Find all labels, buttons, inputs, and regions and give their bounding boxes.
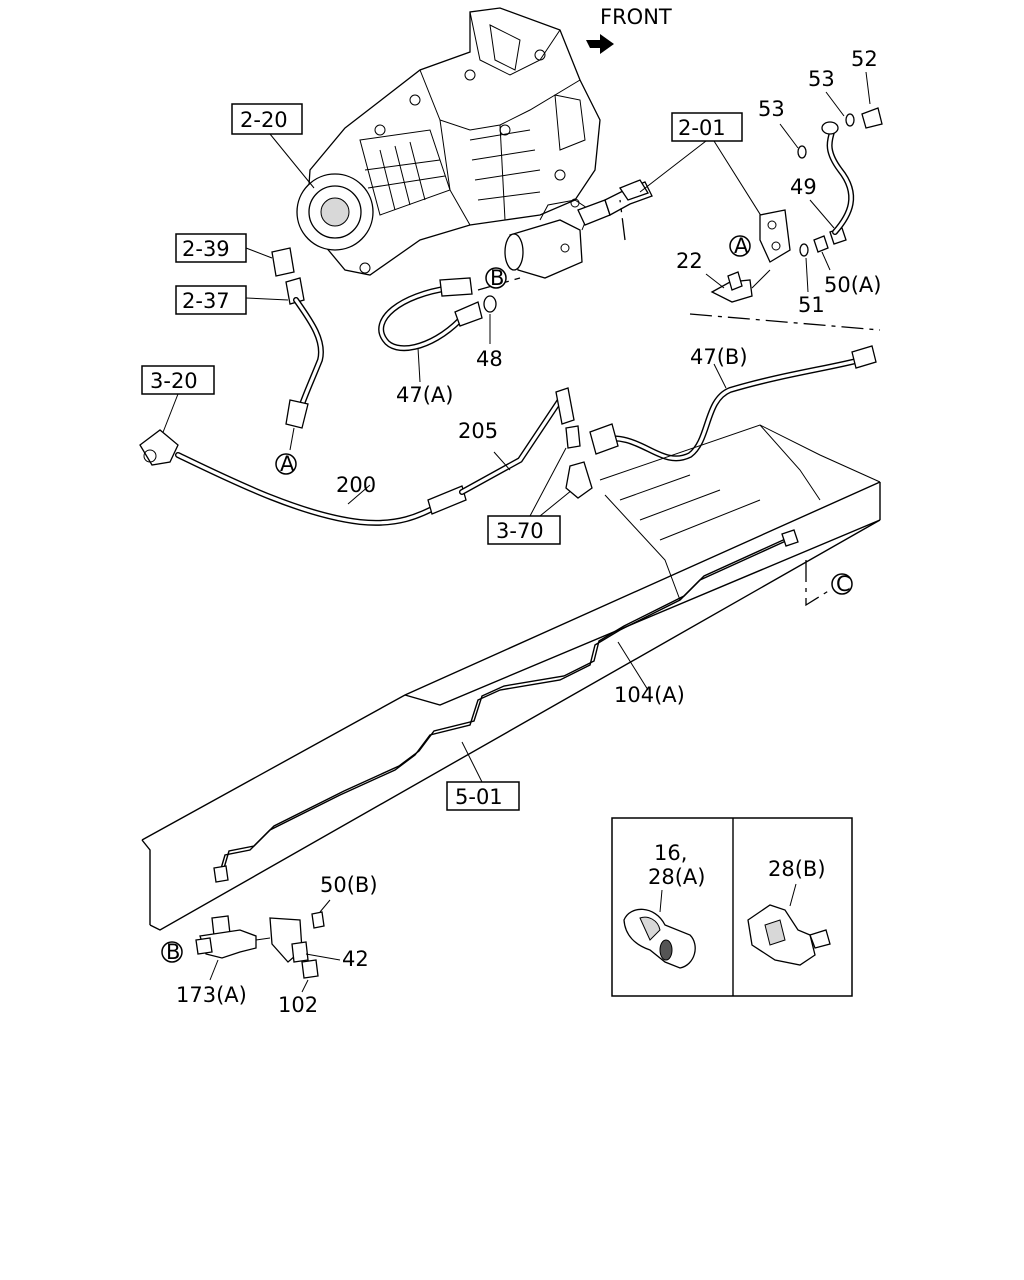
inset-right-label: 28(B): [768, 857, 826, 881]
ref-3-20-label: 3-20: [150, 369, 198, 393]
marker-c-right: C: [831, 572, 853, 596]
callout-49: 49: [790, 175, 817, 199]
front-direction-indicator: FRONT: [586, 5, 672, 54]
callout-47a: 47(A): [396, 383, 453, 407]
hose-200-assembly: [139, 429, 467, 526]
ref-box-3-70: 3-70: [487, 447, 573, 545]
front-label: FRONT: [600, 5, 672, 29]
callout-48: 48: [476, 347, 503, 371]
ref-2-01-label: 2-01: [678, 116, 726, 140]
marker-a-left: A: [275, 452, 297, 476]
ref-box-2-39: 2-39: [175, 233, 273, 263]
inset-left-line2: 28(A): [648, 865, 705, 889]
ref-3-70-label: 3-70: [496, 519, 544, 543]
hose-47b: [589, 345, 877, 462]
ref-5-01-label: 5-01: [455, 785, 503, 809]
ref-box-2-37: 2-37: [175, 285, 289, 315]
callout-50a: 50(A): [824, 273, 881, 297]
marker-b-top-text: B: [490, 266, 504, 290]
fitting-22-bracket-assembly: [619, 107, 883, 331]
marker-b-top: B: [485, 266, 507, 290]
frame-rail: [141, 424, 881, 931]
callout-22: 22: [676, 249, 703, 273]
callout-52: 52: [851, 47, 878, 71]
hose-205-assembly: [459, 387, 575, 495]
pipe-2-37-assembly: [271, 247, 324, 451]
ref-2-39-label: 2-39: [182, 237, 230, 261]
callout-102: 102: [278, 993, 318, 1017]
marker-c-right-text: C: [836, 572, 851, 596]
callout-205: 205: [458, 419, 498, 443]
fittings-3-70: [565, 425, 593, 499]
ref-box-5-01: 5-01: [446, 741, 520, 811]
pipe-104a: [213, 529, 799, 883]
marker-a-top: A: [729, 234, 751, 258]
marker-a-left-text: A: [280, 452, 295, 476]
callout-51: 51: [798, 293, 825, 317]
marker-b-bottom: B: [161, 940, 183, 964]
callout-labels: 52 53 53 49 22 50(A) 51 47(B) 48 47(A) 2…: [176, 47, 881, 1017]
ref-box-2-01: 2-01: [639, 112, 771, 231]
transmission-assembly: [296, 7, 601, 276]
fitting-173a-assembly: [195, 899, 341, 993]
ref-box-2-20: 2-20: [231, 103, 315, 189]
inset-left-line1: 16,: [654, 841, 687, 865]
ref-2-37-label: 2-37: [182, 289, 230, 313]
marker-a-top-text: A: [734, 234, 749, 258]
callout-53-lower: 53: [758, 97, 785, 121]
clip-16-28a-icon: [623, 908, 696, 969]
callout-200: 200: [336, 473, 376, 497]
callout-50b: 50(B): [320, 873, 378, 897]
callout-104a: 104(A): [614, 683, 685, 707]
marker-b-bottom-text: B: [166, 940, 180, 964]
clip-28b-icon: [747, 904, 831, 966]
ref-box-3-20: 3-20: [141, 365, 215, 441]
clip-detail-inset: 16, 28(A) 28(B): [611, 817, 853, 997]
clutch-booster: [504, 179, 653, 279]
callout-173a: 173(A): [176, 983, 247, 1007]
ref-2-20-label: 2-20: [240, 108, 288, 132]
callout-42: 42: [342, 947, 369, 971]
callout-53-upper: 53: [808, 67, 835, 91]
front-arrow-icon: [586, 34, 614, 54]
hose-47a: [378, 277, 521, 352]
callout-47b: 47(B): [690, 345, 748, 369]
